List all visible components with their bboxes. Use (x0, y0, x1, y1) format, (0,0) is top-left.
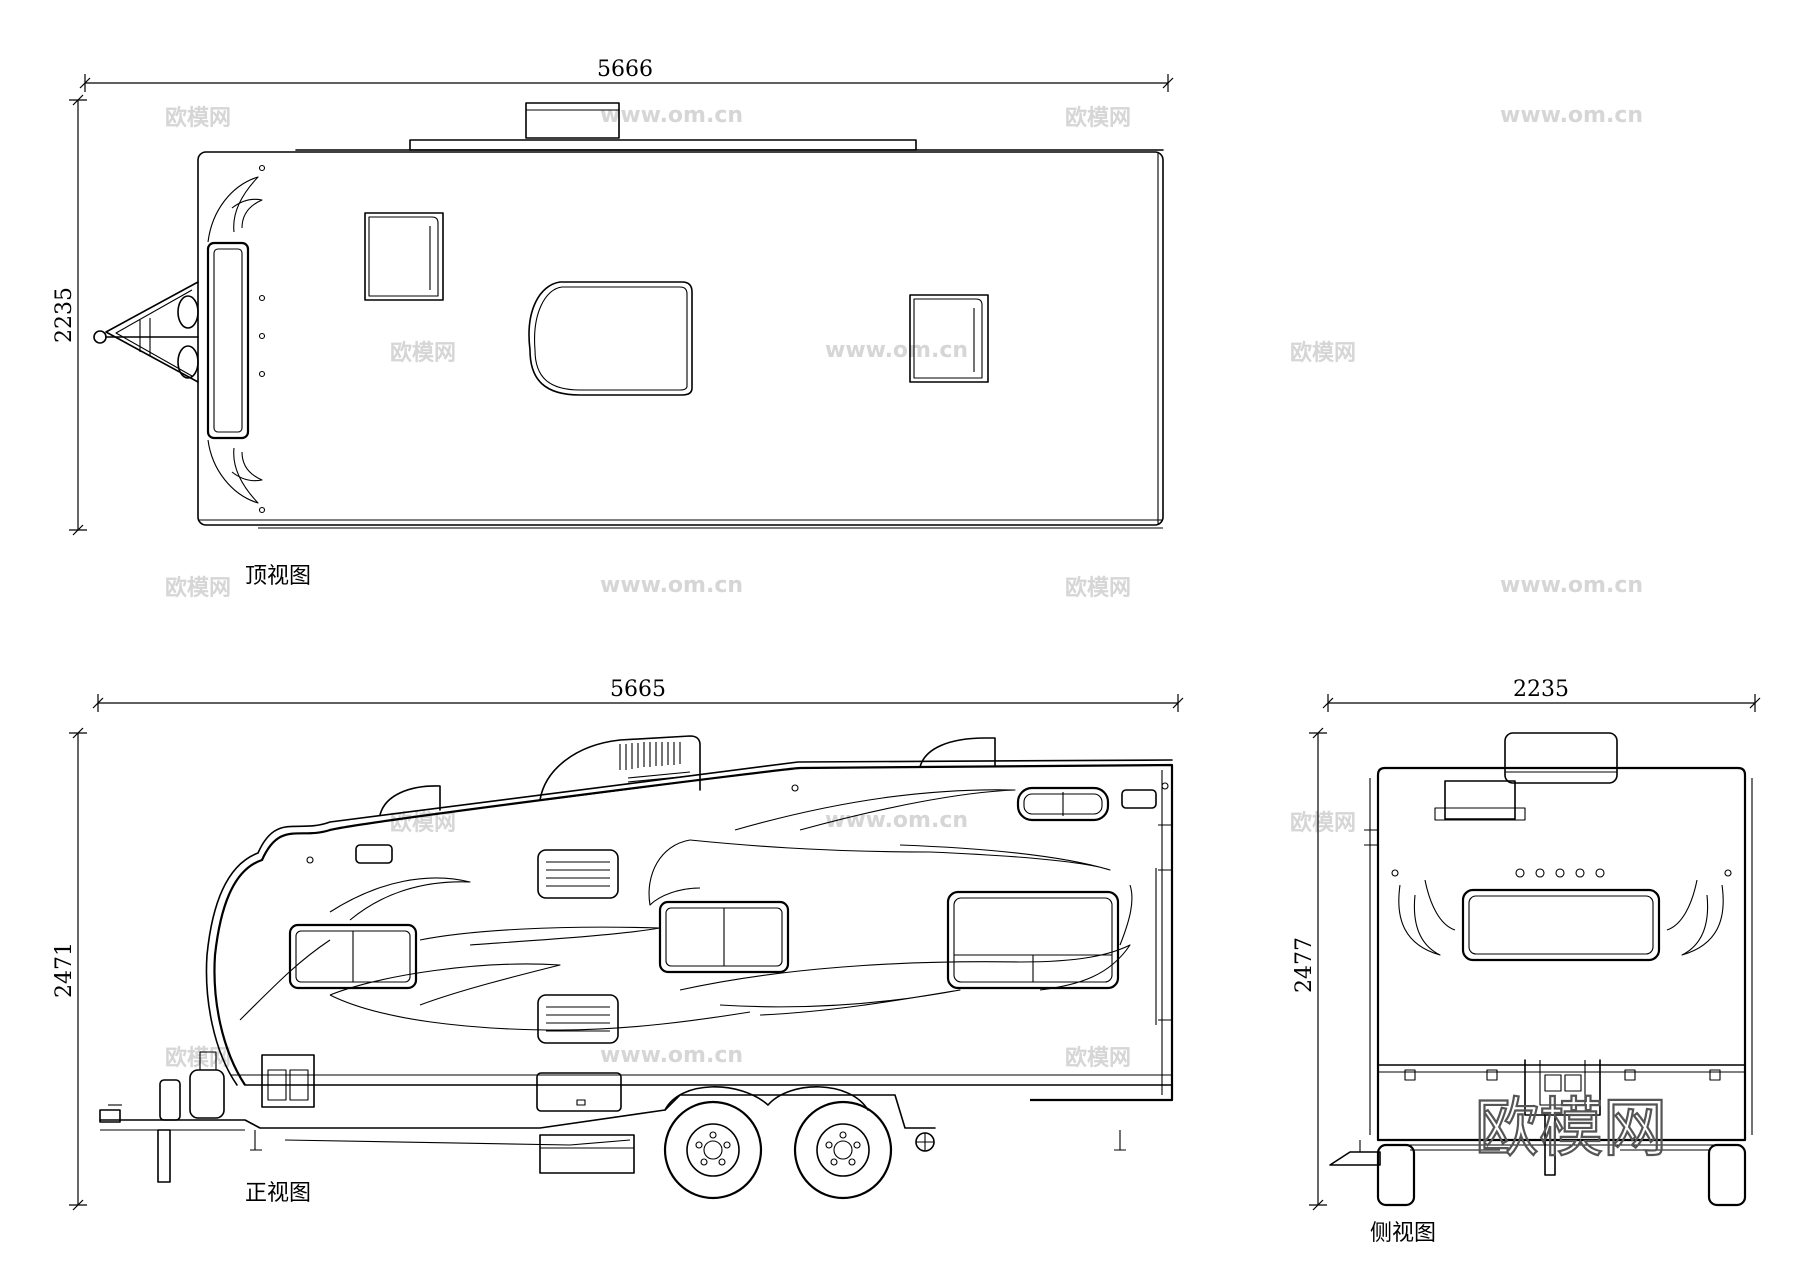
front-window-top-rear (1016, 786, 1110, 822)
watermark-brand: 欧模网 (1290, 340, 1356, 366)
top-length-dimension (79, 74, 1174, 92)
side-tire-left (1376, 1143, 1416, 1207)
watermark-site: www.om.cn (600, 103, 743, 128)
front-ac-grille (619, 742, 691, 783)
top-slideout-strip (409, 139, 917, 151)
front-height-dimension (69, 727, 87, 1211)
top-width-label: 2235 (52, 287, 77, 343)
side-height-dimension (1309, 727, 1327, 1211)
side-spare-mount (1524, 1059, 1601, 1116)
side-rear-window (1461, 888, 1661, 962)
side-height-label: 2477 (1292, 937, 1317, 993)
side-tire-right (1707, 1143, 1747, 1207)
front-chassis (99, 1094, 936, 1129)
watermark-brand: 欧模网 (1065, 575, 1131, 601)
front-vent-lower (537, 994, 619, 1044)
front-roof-vent-front (379, 785, 441, 816)
watermark-site: www.om.cn (600, 573, 743, 598)
front-marker-light-front (355, 844, 393, 864)
front-wheel-well (664, 1086, 869, 1111)
watermark-site: www.om.cn (825, 808, 968, 833)
front-height-label: 2471 (52, 942, 77, 998)
side-width-label: 2235 (1513, 677, 1569, 702)
front-wheel-right (793, 1100, 893, 1200)
top-view-caption: 顶视图 (245, 564, 311, 589)
front-window-front (288, 923, 418, 990)
top-front-storage (206, 241, 250, 440)
side-view: 2235 2477 (1292, 677, 1761, 1246)
watermark-brand: 欧模网 (165, 1045, 231, 1071)
watermark-brand: 欧模网 (1065, 105, 1131, 131)
watermark-site: www.om.cn (1500, 103, 1643, 128)
watermark-site: www.om.cn (600, 1043, 743, 1068)
watermark-brand: 欧模网 (165, 105, 231, 131)
front-tank (539, 1134, 635, 1174)
side-hitch (1329, 1151, 1381, 1166)
front-length-label: 5665 (610, 677, 666, 702)
top-length-label: 5666 (597, 57, 653, 82)
watermark-brand: 欧模网 (390, 340, 456, 366)
front-window-middle (658, 900, 790, 974)
front-wheel-left (663, 1100, 763, 1200)
top-ac-unit (525, 102, 620, 139)
watermark-brand: 欧模网 (165, 575, 231, 601)
side-view-caption: 侧视图 (1370, 1221, 1436, 1246)
watermark-layer: 欧模网 www.om.cn 欧模网 www.om.cn 欧模网 www.om.c… (165, 103, 1643, 1071)
front-marker-light-top (1121, 789, 1157, 809)
watermark-brand: 欧模网 (390, 810, 456, 836)
front-ac-unit (539, 735, 701, 801)
watermark-brand: 欧模网 (1290, 810, 1356, 836)
top-hitch (93, 281, 199, 383)
side-width-dimension (1322, 694, 1761, 712)
front-view-caption: 正视图 (245, 1181, 311, 1206)
front-view: 5665 2471 (52, 677, 1184, 1211)
top-roof-vent-front (364, 212, 444, 301)
watermark-site: www.om.cn (1500, 573, 1643, 598)
side-body-outline (1376, 766, 1747, 1142)
top-width-dimension (69, 94, 87, 536)
top-view: 5666 2235 (52, 57, 1174, 589)
front-storage-door (536, 1072, 622, 1112)
side-roof-vent (1444, 780, 1516, 820)
front-window-rear (946, 890, 1120, 990)
front-vent-upper (537, 849, 619, 899)
front-length-dimension (92, 694, 1184, 712)
watermark-brand: 欧模网 (1065, 1045, 1131, 1071)
top-body-outline (197, 151, 1164, 526)
front-propane-tank (189, 1069, 225, 1119)
top-roof-vent-rear (909, 294, 989, 383)
watermark-site: www.om.cn (825, 338, 968, 363)
top-skylight (528, 281, 693, 396)
front-roof-vent-rear (919, 737, 996, 768)
front-furnace-vent (261, 1054, 315, 1108)
watermark-brand-large: 欧模网 (1475, 1092, 1667, 1166)
side-ac-unit (1504, 732, 1618, 784)
front-tongue-jack (157, 1129, 171, 1183)
